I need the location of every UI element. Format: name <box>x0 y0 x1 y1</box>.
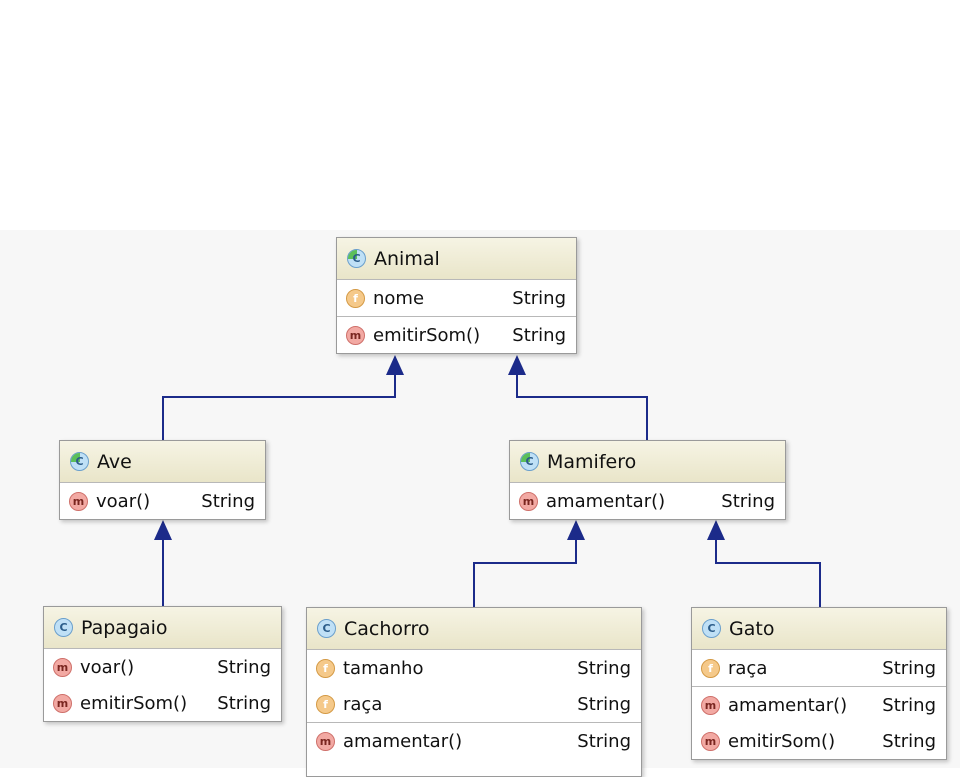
field-type: String <box>882 657 936 679</box>
methods-section: m voar() String m emitirSom() String <box>44 649 281 721</box>
method-icon: m <box>316 731 335 751</box>
class-name: Mamifero <box>547 450 637 473</box>
abstract-class-icon: C <box>520 452 539 471</box>
methods-section: m amamentar() String <box>510 483 785 519</box>
abstract-method-icon: m <box>69 491 88 511</box>
class-header: C Papagaio <box>44 607 281 649</box>
class-gato[interactable]: C Gato f raça String m amamentar() Strin… <box>691 607 947 760</box>
methods-section: m voar() String <box>60 483 265 519</box>
field-name: nome <box>373 287 425 309</box>
class-ave[interactable]: C Ave m voar() String <box>59 440 266 520</box>
class-header: C Ave <box>60 441 265 483</box>
abstract-class-icon: C <box>70 452 89 471</box>
inheritance-line-cachorro-mamifero <box>473 540 577 607</box>
method-icon: m <box>53 693 72 713</box>
method-type: String <box>217 692 271 714</box>
method-name: emitirSom() <box>373 324 481 346</box>
inheritance-line-mamifero-animal <box>516 375 648 440</box>
method-name: emitirSom() <box>728 730 836 752</box>
class-icon: C <box>317 619 336 638</box>
field-row[interactable]: f raça String <box>692 650 946 686</box>
class-header: C Gato <box>692 608 946 650</box>
fields-section: f raça String <box>692 650 946 687</box>
class-cachorro[interactable]: C Cachorro f tamanho String f raça Strin… <box>306 607 642 777</box>
class-name: Gato <box>729 617 775 640</box>
method-name: amamentar() <box>728 694 848 716</box>
method-icon: m <box>53 657 72 677</box>
class-icon: C <box>702 619 721 638</box>
inheritance-line-gato-mamifero <box>715 540 821 607</box>
method-type: String <box>577 730 631 752</box>
method-row[interactable]: m amamentar() String <box>692 687 946 723</box>
abstract-class-icon: C <box>347 249 366 268</box>
method-row[interactable]: m emitirSom() String <box>692 723 946 759</box>
inheritance-arrowhead-papagaio-ave <box>154 520 172 540</box>
field-name: raça <box>728 657 768 679</box>
class-animal[interactable]: C Animal f nome String m emitirSom() Str… <box>336 237 577 354</box>
method-name: voar() <box>80 656 135 678</box>
method-type: String <box>217 656 271 678</box>
field-name: raça <box>343 693 383 715</box>
field-icon: f <box>346 288 365 308</box>
field-icon: f <box>701 658 720 678</box>
class-mamifero[interactable]: C Mamifero m amamentar() String <box>509 440 786 520</box>
class-header: C Cachorro <box>307 608 641 650</box>
class-papagaio[interactable]: C Papagaio m voar() String m emitirSom()… <box>43 606 282 722</box>
method-row[interactable]: m amamentar() String <box>307 723 641 759</box>
abstract-method-icon: m <box>346 325 365 345</box>
method-icon: m <box>701 695 720 715</box>
field-type: String <box>577 693 631 715</box>
method-type: String <box>721 490 775 512</box>
method-row[interactable]: m emitirSom() String <box>337 317 576 353</box>
inheritance-arrowhead-mamifero-animal <box>508 355 526 375</box>
field-icon: f <box>316 694 335 714</box>
field-row[interactable]: f nome String <box>337 280 576 316</box>
method-icon: m <box>701 731 720 751</box>
methods-section: m emitirSom() String <box>337 317 576 353</box>
class-icon: C <box>54 618 73 637</box>
field-row[interactable]: f raça String <box>307 686 641 722</box>
field-name: tamanho <box>343 657 424 679</box>
inheritance-arrowhead-ave-animal <box>386 355 404 375</box>
method-type: String <box>882 730 936 752</box>
class-name: Papagaio <box>81 616 168 639</box>
field-icon: f <box>316 658 335 678</box>
methods-section: m amamentar() String m emitirSom() Strin… <box>692 687 946 759</box>
method-type: String <box>882 694 936 716</box>
fields-section: f nome String <box>337 280 576 317</box>
method-row[interactable]: m voar() String <box>60 483 265 519</box>
abstract-method-icon: m <box>519 491 538 511</box>
class-name: Animal <box>374 247 440 270</box>
methods-section: m amamentar() String <box>307 723 641 759</box>
method-name: amamentar() <box>546 490 666 512</box>
class-header: C Mamifero <box>510 441 785 483</box>
field-type: String <box>577 657 631 679</box>
class-header: C Animal <box>337 238 576 280</box>
method-type: String <box>512 324 566 346</box>
method-row[interactable]: m amamentar() String <box>510 483 785 519</box>
class-name: Ave <box>97 450 132 473</box>
method-name: amamentar() <box>343 730 463 752</box>
method-name: voar() <box>96 490 151 512</box>
method-row[interactable]: m voar() String <box>44 649 281 685</box>
field-row[interactable]: f tamanho String <box>307 650 641 686</box>
method-row[interactable]: m emitirSom() String <box>44 685 281 721</box>
inheritance-arrowhead-cachorro-mamifero <box>567 520 585 540</box>
method-name: emitirSom() <box>80 692 188 714</box>
class-name: Cachorro <box>344 617 430 640</box>
inheritance-line-ave-animal <box>162 375 396 440</box>
inheritance-arrowhead-gato-mamifero <box>707 520 725 540</box>
field-type: String <box>512 287 566 309</box>
fields-section: f tamanho String f raça String <box>307 650 641 723</box>
method-type: String <box>201 490 255 512</box>
